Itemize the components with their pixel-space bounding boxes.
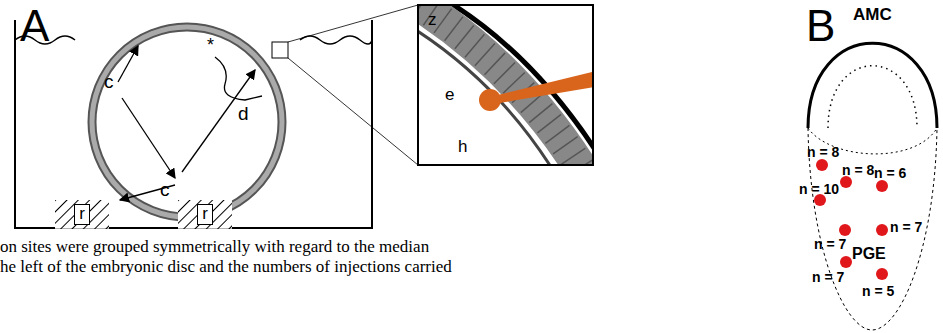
part-label: z — [428, 11, 437, 28]
count-label: n = 6 — [874, 166, 906, 180]
arrow — [118, 46, 138, 82]
caption-text: on sites were grouped symmetrically with… — [0, 238, 429, 255]
count-label: n = 7 — [812, 270, 844, 284]
caption-text: he left of the embryonic disc and the nu… — [0, 258, 452, 275]
panel-letter: A — [20, 4, 49, 48]
arrow — [122, 98, 175, 178]
inset — [418, 5, 593, 165]
embryonic-disc — [808, 128, 937, 330]
part-label: c — [160, 180, 170, 199]
region-label: AMC — [853, 6, 892, 23]
count-label: n = 5 — [862, 284, 894, 298]
area-opaca — [808, 43, 937, 128]
inset-frame — [418, 5, 593, 165]
dish — [15, 20, 372, 228]
egg-shell — [92, 27, 282, 217]
count-label: n = 10 — [799, 182, 839, 196]
support-block: r — [55, 200, 109, 229]
region-label: PGE — [852, 246, 886, 262]
count-label: n = 8 — [842, 163, 874, 177]
block-label: r — [197, 204, 213, 225]
zoom-box — [272, 42, 288, 58]
count-label: n = 7 — [814, 237, 846, 251]
support-block: r — [178, 200, 232, 229]
symbol: * — [207, 36, 214, 54]
egg-shell-inner — [92, 27, 282, 217]
count-label: n = 7 — [890, 220, 922, 234]
part-label: c — [104, 72, 114, 91]
zoom-line — [288, 58, 418, 165]
part-label: h — [458, 138, 467, 155]
water-surface — [15, 36, 372, 44]
count-label: n = 8 — [807, 145, 839, 159]
block-label: r — [74, 204, 90, 225]
part-label: e — [445, 86, 454, 103]
part-label: d — [238, 104, 249, 123]
panel-letter: B — [806, 4, 835, 48]
arrow — [182, 70, 255, 172]
inner-boundary — [828, 66, 917, 128]
zoom-line — [288, 5, 418, 42]
